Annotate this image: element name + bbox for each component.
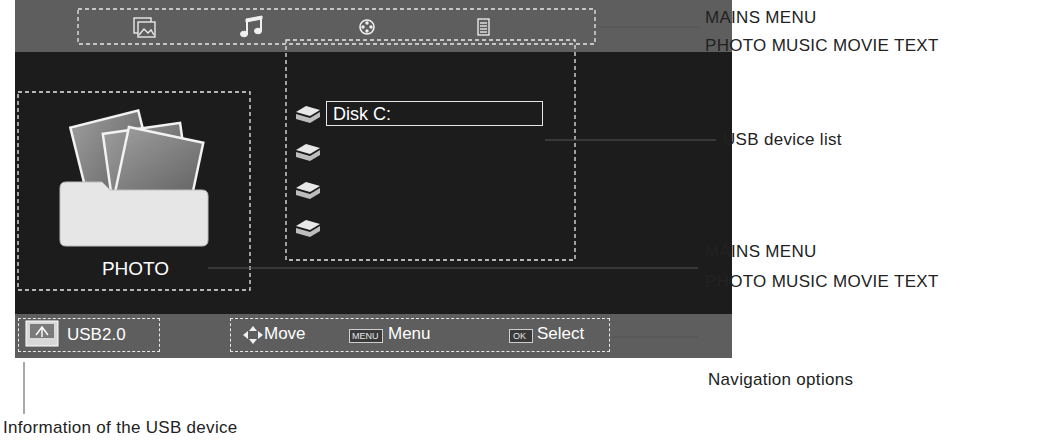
photo-folder-icon: [60, 111, 208, 246]
move-arrows-icon: [243, 326, 263, 344]
navigation-box: Move Menu Select MENU OK: [230, 318, 610, 352]
movie-tab-icon: [360, 20, 374, 34]
key-label: OK: [513, 331, 526, 341]
callout-label: MAINS MENU: [705, 8, 817, 28]
usb-info-box: USB2.0: [18, 318, 160, 352]
top-bar: [15, 0, 732, 52]
key-label: MENU: [352, 331, 379, 341]
screen-text: Move: [264, 324, 306, 344]
callout-label: PHOTO MUSIC MOVIE TEXT: [705, 272, 939, 292]
callout-label: USB device list: [723, 130, 842, 150]
menu-key-badge: MENU: [349, 329, 383, 343]
mode-box: PHOTO: [18, 92, 253, 290]
disk-item-box: Disk C:: [326, 101, 543, 126]
ok-key-badge: OK: [509, 329, 533, 343]
disk-icons: [296, 106, 320, 237]
bottom-bar: [15, 314, 732, 358]
text-tab-icon: [478, 19, 489, 35]
screen-text: USB2.0: [67, 325, 126, 345]
callout-label: PHOTO MUSIC MOVIE TEXT: [705, 36, 939, 56]
menu-tab-frame: [78, 9, 595, 44]
screen-text: PHOTO: [18, 258, 253, 280]
device-list-frame: [286, 40, 575, 260]
usb-icon: [26, 321, 58, 346]
screen-panel: [15, 0, 732, 358]
photo-tab-icon: [134, 18, 155, 37]
callout-label: MAINS MENU: [705, 242, 817, 262]
leader-lines: [24, 27, 716, 414]
callout-label: Information of the USB device: [3, 418, 238, 438]
screen-text: Select: [537, 324, 584, 344]
screen-text: Disk C:: [333, 104, 391, 125]
screen-text: Menu: [388, 324, 431, 344]
music-tab-icon: [241, 16, 263, 37]
callout-label: Navigation options: [708, 370, 853, 390]
